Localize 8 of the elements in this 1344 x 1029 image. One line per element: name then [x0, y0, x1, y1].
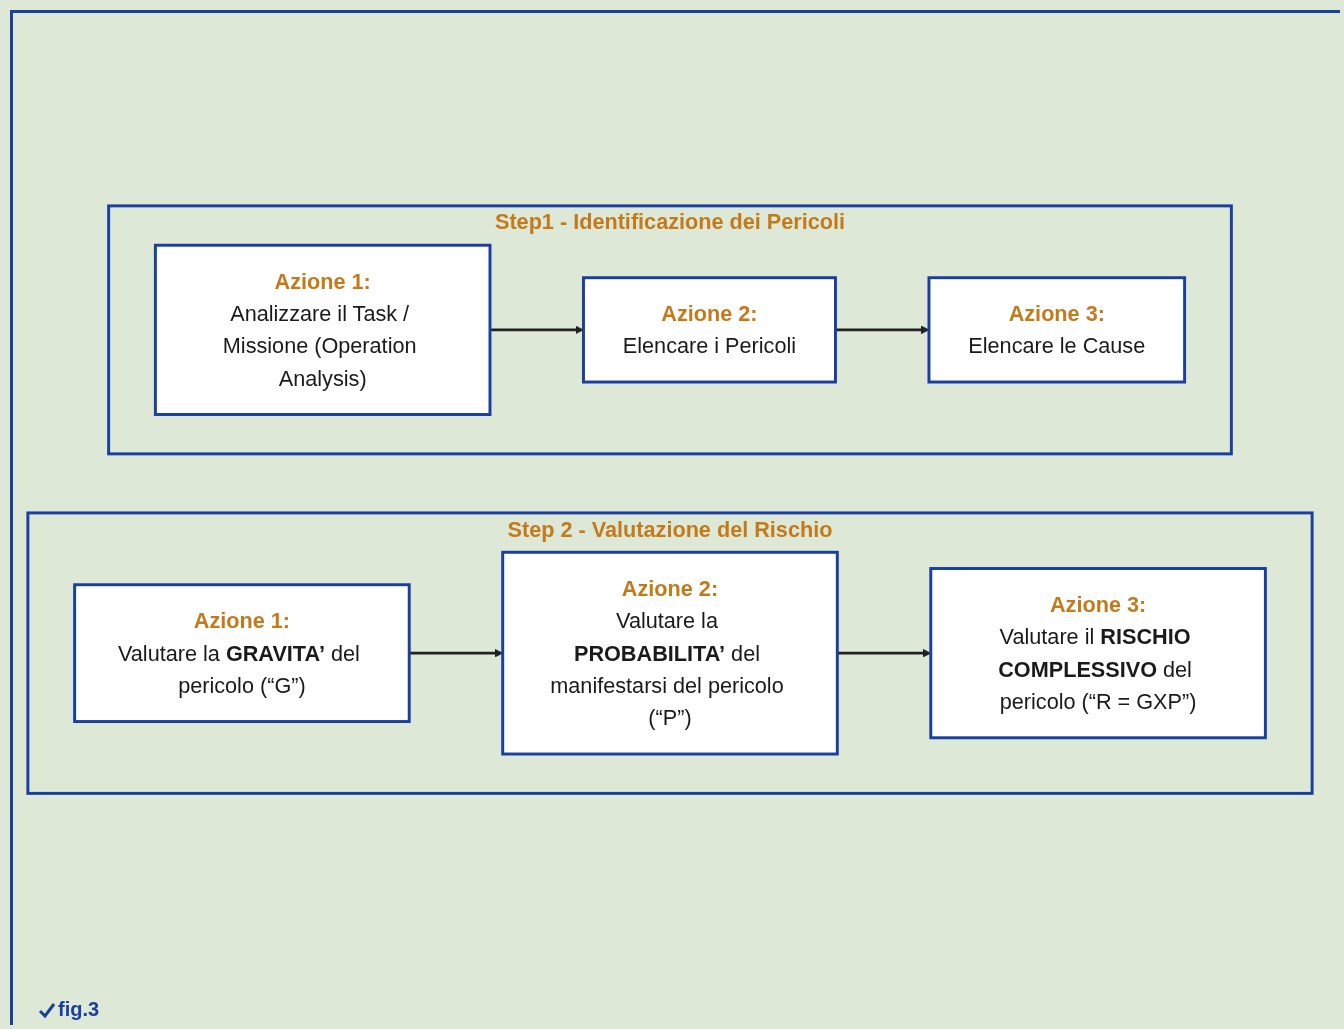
- arrow: [490, 325, 584, 335]
- node-box: Azione 2: Valutare la PROBABILITA’ del manifestarsi del pericolo (“P”): [501, 551, 839, 756]
- figure-caption: fig.3: [58, 998, 100, 1021]
- node-box: Azione 1: Valutare la GRAVITA’ del pericolo (“G”): [73, 583, 411, 724]
- node-box: Azione 3: Elencare le Cause: [927, 276, 1187, 384]
- node-box: Azione 2: Elencare i Pericoli: [582, 276, 837, 384]
- node-box: Azione 1: Analizzare il Task / Missione (Operation Analysis): [153, 244, 492, 417]
- node-box: Azione 3: Valutare il RISCHIO COMPLESSIVO del pericolo (“R = GXP”): [929, 567, 1267, 740]
